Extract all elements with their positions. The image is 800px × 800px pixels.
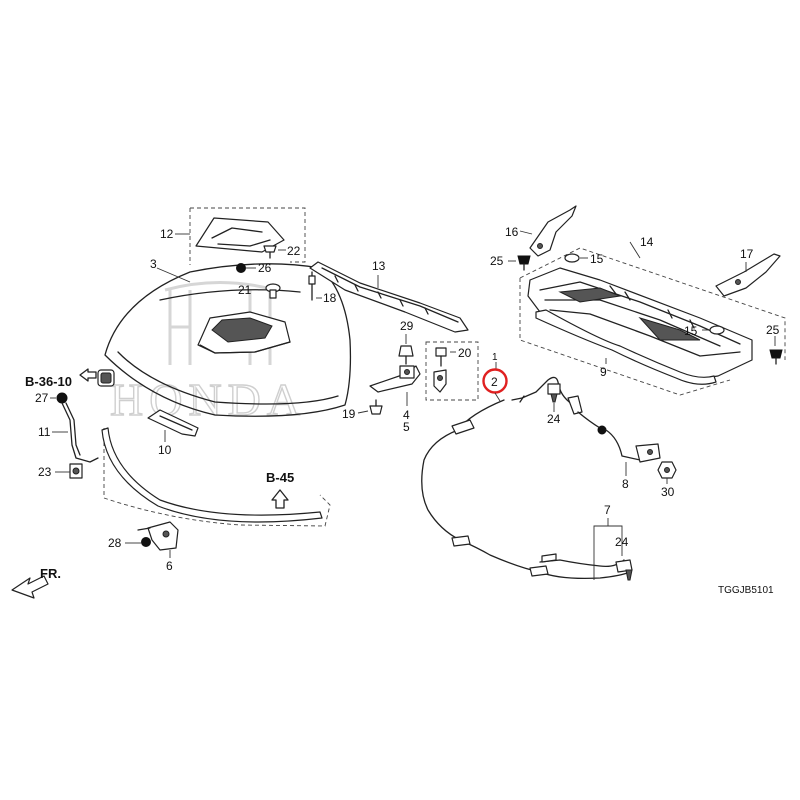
callout-24b[interactable]: 24 (615, 535, 629, 549)
callout-1[interactable]: 1 (492, 352, 498, 363)
nut-30[interactable] (657, 461, 677, 479)
callout-7[interactable]: 7 (604, 503, 611, 517)
cap-15b[interactable] (709, 325, 725, 335)
callout-10[interactable]: 10 (158, 443, 172, 457)
group-box-12 (189, 207, 306, 265)
prop-rod-11[interactable] (61, 402, 99, 463)
leader-3 (156, 267, 191, 283)
callout-16[interactable]: 16 (505, 225, 519, 239)
highlight-circle-2 (482, 368, 508, 394)
bolt-29[interactable] (398, 345, 414, 365)
clip-24-lower[interactable] (615, 559, 633, 581)
hood-scoop-garnish[interactable] (195, 217, 285, 253)
ref-b36-10[interactable]: B-36-10 (25, 374, 72, 389)
callout-2[interactable]: 2 (491, 375, 498, 389)
callout-9[interactable]: 9 (600, 365, 607, 379)
clip-25-right[interactable] (769, 349, 783, 365)
cap-15a[interactable] (564, 253, 580, 263)
callout-15b[interactable]: 15 (684, 324, 698, 338)
callout-21[interactable]: 21 (238, 283, 252, 297)
clip-27[interactable] (56, 392, 68, 404)
leader-7 (593, 518, 623, 580)
group-box-20 (425, 341, 479, 401)
callout-8[interactable]: 8 (622, 477, 629, 491)
callout-12[interactable]: 12 (160, 227, 174, 241)
callout-15a[interactable]: 15 (590, 252, 604, 266)
group-box-14 (519, 247, 786, 396)
fastener-21[interactable] (265, 283, 281, 299)
bumper-27[interactable] (97, 369, 115, 387)
hood-hinge-4[interactable] (369, 365, 421, 393)
callout-6[interactable]: 6 (166, 559, 173, 573)
clip-25-left[interactable] (517, 255, 531, 271)
cowl-seal-9[interactable] (535, 309, 717, 385)
callout-11[interactable]: 11 (38, 425, 51, 439)
leader-2 (494, 392, 501, 402)
hood-striker-20[interactable] (433, 347, 447, 393)
bracket-10[interactable] (147, 409, 199, 437)
hood-seal-13[interactable] (309, 261, 469, 333)
callout-5[interactable]: 5 (403, 420, 410, 434)
callout-25b[interactable]: 25 (766, 323, 780, 337)
leader-19 (357, 410, 369, 414)
group-box-front (103, 428, 331, 527)
leader-14 (629, 241, 641, 259)
diagram-code: TGGJB5101 (718, 585, 774, 596)
callout-20[interactable]: 20 (458, 346, 472, 360)
fr-label: FR. (40, 566, 61, 581)
cowl-side-16[interactable] (529, 205, 577, 257)
callout-28[interactable]: 28 (108, 536, 122, 550)
callout-14[interactable]: 14 (640, 235, 654, 249)
leader-16 (519, 230, 533, 235)
front-molding[interactable] (101, 427, 323, 523)
front-direction-arrow: FR. (11, 566, 61, 599)
hood-post-18[interactable] (308, 271, 316, 301)
callout-23[interactable]: 23 (38, 465, 52, 479)
callout-4[interactable]: 4 (403, 408, 410, 422)
ref-b45[interactable]: B-45 (266, 470, 294, 485)
clip-24-upper[interactable] (547, 383, 561, 403)
hood-panel[interactable] (104, 263, 352, 417)
bolt-19[interactable] (369, 399, 383, 415)
callout-3[interactable]: 3 (150, 257, 157, 271)
prop-rod-holder-23[interactable] (69, 463, 83, 479)
clip-26[interactable] (236, 263, 246, 273)
arrow-b45 (271, 489, 289, 509)
hood-release-cable[interactable] (421, 376, 641, 580)
callout-24a[interactable]: 24 (547, 412, 561, 426)
callout-30[interactable]: 30 (661, 485, 675, 499)
bolt-28[interactable] (141, 537, 151, 547)
callout-19[interactable]: 19 (342, 407, 356, 421)
callout-13[interactable]: 13 (372, 259, 386, 273)
cowl-side-17[interactable] (715, 253, 781, 297)
callout-18[interactable]: 18 (323, 291, 337, 305)
hood-latch-6[interactable] (137, 521, 179, 551)
callout-25a[interactable]: 25 (490, 254, 504, 268)
clip-22[interactable] (263, 245, 277, 259)
cable-bracket-8[interactable] (635, 443, 661, 463)
callout-22[interactable]: 22 (287, 244, 301, 258)
callout-17[interactable]: 17 (740, 247, 754, 261)
callout-27[interactable]: 27 (35, 391, 49, 405)
callout-29[interactable]: 29 (400, 319, 414, 333)
callout-26[interactable]: 26 (258, 261, 272, 275)
arrow-b36 (79, 368, 97, 382)
